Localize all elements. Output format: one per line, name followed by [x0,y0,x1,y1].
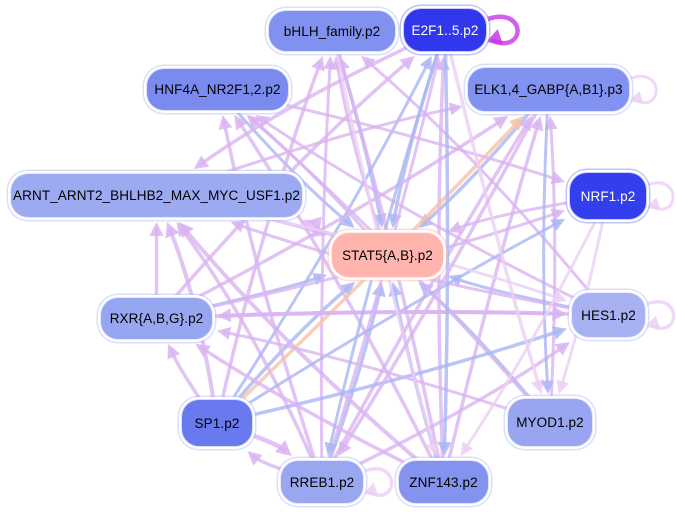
graph-edge-arrowhead [324,441,338,456]
graph-edge [643,181,675,211]
graph-edge [154,118,504,321]
node-label: NRF1.p2 [580,188,636,204]
node-label: MYOD1.p2 [516,415,584,430]
graph-node-e2f1[interactable]: E2F1..5.p2 [403,8,487,52]
graph-edge [542,88,550,389]
graph-edge [441,121,541,484]
graph-node-arnt[interactable]: ARNT_ARNT2_BHLHB2_MAX_MYC_USF1.p2 [10,173,303,218]
graph-edge-arrowhead [645,315,661,329]
graph-node-nrf1[interactable]: NRF1.p2 [569,172,647,220]
graph-edge-arrowhead [176,222,191,238]
node-label: RXR{A,B,G}.p2 [109,311,204,326]
graph-edge-arrowhead [419,56,432,71]
graph-edge-arrowhead [492,116,509,130]
graph-edge [482,14,520,46]
graph-edge-arrowhead [550,208,565,221]
node-label: bHLH_family.p2 [283,23,381,39]
graph-edge [548,121,557,424]
graph-edge-arrowhead [399,56,415,71]
node-label: RREB1.p2 [289,474,355,490]
graph-node-hnf4a[interactable]: HNF4A_NR2F1,2.p2 [146,68,289,111]
graph-node-stat5[interactable]: STAT5{A,B}.p2 [331,232,444,278]
graph-edge [181,226,446,484]
graph-edge [179,226,324,484]
graph-edge-arrowhead [165,222,180,239]
graph-edge [463,194,610,452]
node-label: STAT5{A,B}.p2 [342,247,433,263]
graph-edge-arrowhead [646,197,661,210]
graph-edge-arrowhead [426,441,439,456]
graph-edge-arrowhead [554,342,571,356]
graph-edge-arrowhead [556,379,570,394]
graph-node-rreb1[interactable]: RREB1.p2 [280,460,364,504]
graph-edge-arrowhead [193,155,210,169]
graph-edge-arrowhead [551,326,567,340]
node-label: ELK1,4_GABP{A,B1}.p3 [474,82,623,97]
graph-edge-arrowhead [167,344,181,360]
graph-edge-arrowhead [437,441,452,456]
graph-edge-arrowhead [448,102,463,116]
graph-edge [236,119,446,484]
graph-edge-arrowhead [530,378,545,394]
graph-edge-arrowhead [486,29,504,45]
graph-edge [320,120,530,484]
graph-edge [320,344,566,484]
graph-edge [443,28,542,389]
node-label: HNF4A_NR2F1,2.p2 [154,82,281,97]
node-label: HES1.p2 [581,307,636,323]
graph-edge-arrowhead [448,221,463,234]
graph-edge [222,310,611,318]
graph-edge [215,61,322,425]
node-label: ARNT_ARNT2_BHLHB2_MAX_MYC_USF1.p2 [13,188,300,203]
graph-edge [626,75,658,105]
graph-edge-arrowhead [629,90,644,104]
graph-edge-arrowhead [217,326,232,340]
graph-edge-arrowhead [274,439,292,456]
graph-edge-arrowhead [361,56,376,70]
graph-edge [365,59,610,317]
graph-node-elk1[interactable]: ELK1,4_GABP{A,B1}.p3 [467,67,630,112]
graph-edge-arrowhead [339,282,356,297]
graph-node-znf143[interactable]: ZNF143.p2 [398,460,489,504]
node-label: E2F1..5.p2 [411,22,479,38]
graph-node-bhlh[interactable]: bHLH_family.p2 [268,10,396,52]
graph-edge-arrowhead [195,344,212,358]
node-label: SP1.p2 [194,415,240,431]
graph-edge-arrowhead [338,440,352,456]
graph-edge-arrowhead [149,222,164,236]
graph-edge-arrowhead [540,380,554,394]
graph-edge [642,300,676,330]
graph-edge-arrowhead [247,451,263,466]
graph-edge-arrowhead [508,116,524,131]
graph-node-sp1[interactable]: SP1.p2 [181,399,253,447]
graph-edge-arrowhead [218,115,233,131]
graph-edge-arrowhead [363,482,379,496]
graph-edge [335,61,389,257]
graph-edge-arrowhead [340,214,355,228]
graph-edge-arrowhead [234,115,248,131]
graph-edge [215,60,430,425]
graph-edge-arrowhead [311,56,325,72]
graph-edge-arrowhead [246,115,261,129]
graph-edge-arrowhead [217,308,232,323]
graph-node-hes1[interactable]: HES1.p2 [571,292,646,338]
graph-edge [340,87,551,452]
graph-edge-arrowhead [529,116,544,132]
graph-edge-arrowhead [550,218,565,231]
graph-node-rxr[interactable]: RXR{A,B,G}.p2 [100,297,213,340]
graph-edge [360,467,394,497]
graph-edge-arrowhead [460,441,474,456]
graph-edge [222,330,552,424]
node-label: ZNF143.p2 [409,474,478,490]
graph-node-myod1[interactable]: MYOD1.p2 [507,398,593,447]
graph-edge-arrowhead [550,171,565,185]
graph-edge [442,28,450,451]
graph-edge-arrowhead [307,216,322,231]
